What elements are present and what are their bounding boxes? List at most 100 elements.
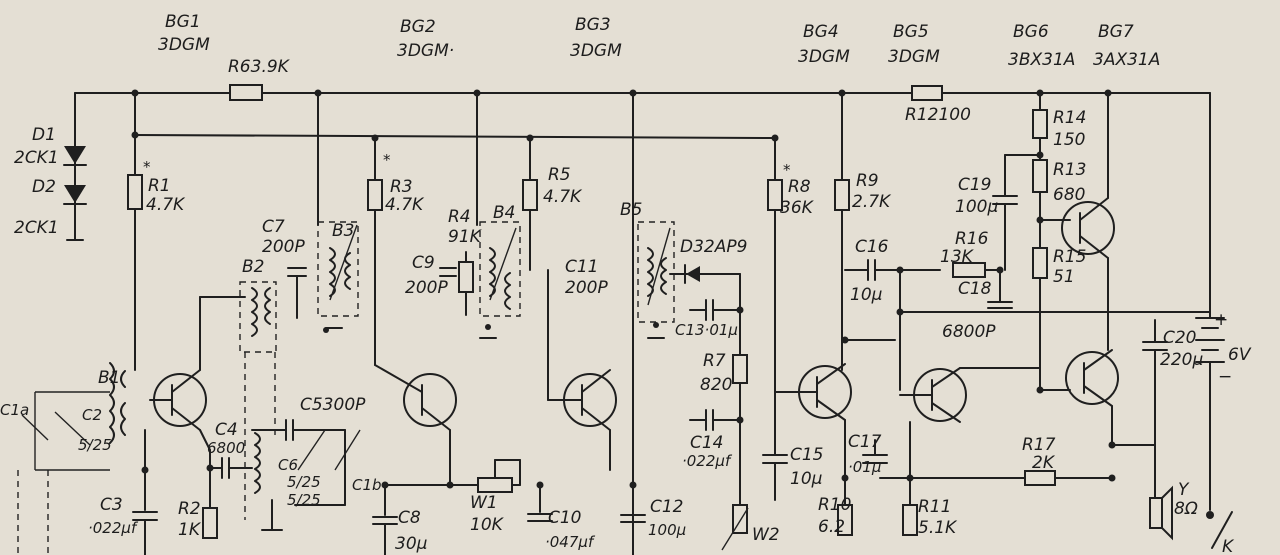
c2-label: C2	[82, 406, 102, 424]
r14-label: R14	[1053, 108, 1086, 128]
bg7-transistor	[1065, 351, 1119, 405]
r17-value: 2K	[1032, 453, 1056, 473]
c18-value: 6800P	[942, 322, 996, 342]
c7-value: 200P	[262, 237, 305, 257]
r11-value: 5.1K	[918, 518, 958, 538]
r7-value: 820	[700, 375, 732, 395]
d1-diode	[64, 146, 86, 164]
bg2-ref: BG2	[400, 17, 436, 37]
r15-value: 51	[1053, 267, 1075, 287]
stage-bg4: * R8 36K C15 10μ R9 2.7K R10 6.2 C16 10μ…	[762, 92, 901, 537]
input-tank: B1 C1a C2 5/25	[0, 362, 126, 555]
battery-plus: +	[1214, 310, 1228, 330]
c6-value: 5/25	[287, 473, 321, 491]
c20-value: 220μ	[1160, 350, 1203, 370]
c17-label: C17	[848, 432, 882, 452]
c14-label: C14	[690, 433, 724, 453]
r16-label: R16	[955, 229, 989, 249]
c19-label: C19	[958, 175, 992, 195]
r10-value: 6.2	[818, 517, 845, 537]
bg1-part: 3DGM	[158, 35, 210, 55]
r1-star: *	[143, 158, 151, 176]
r9-label: R9	[856, 171, 879, 191]
bg5-ref: BG5	[893, 22, 929, 42]
bg3-part: 3DGM	[570, 41, 622, 61]
c16-label: C16	[855, 237, 889, 257]
stage-bg2: * R3 4.7K C7 200P B3 C8 30μ	[262, 92, 457, 555]
c6-value2: 5/25	[287, 491, 321, 509]
c4-value: 6800	[207, 439, 245, 457]
b2-label: B2	[242, 257, 264, 277]
stage-bg1: * R1 4.7K R2 1K C3 ·022μf C4 6800	[88, 92, 253, 555]
c8-label: C8	[398, 508, 421, 528]
c13-label: C13·01μ	[675, 321, 738, 339]
r17-label: R17	[1022, 435, 1056, 455]
r12-label: R12100	[905, 105, 971, 125]
bg4-part: 3DGM	[798, 47, 850, 67]
bg5-part: 3DGM	[888, 47, 940, 67]
r5-value: 4.7K	[543, 187, 583, 207]
c11-label: C11	[565, 257, 599, 277]
w1-label: W1	[470, 493, 498, 513]
battery-label: 6V	[1228, 345, 1252, 365]
bg2-transistor	[403, 373, 457, 427]
b1-label: B1	[98, 368, 120, 388]
r3-value: 4.7K	[385, 195, 425, 215]
c9-label: C9	[412, 253, 435, 273]
junction-dots	[131, 89, 1116, 489]
bg4-ref: BG4	[803, 22, 839, 42]
r13-label: R13	[1053, 160, 1086, 180]
c14-value: ·022μf	[682, 452, 733, 470]
r11-label: R11	[918, 497, 951, 517]
d2-diode	[64, 185, 86, 203]
c12-value: 100μ	[648, 521, 686, 539]
c2-value: 5/25	[78, 436, 112, 454]
osc-tank: B2 C5300P C6 5/25 5/25 C1b	[239, 257, 521, 531]
w1-pot: W1 10K	[470, 459, 521, 535]
c20-label: C20	[1163, 328, 1197, 348]
r3-label: R3	[390, 177, 413, 197]
c10-label: C10	[548, 508, 582, 528]
r5-label: R5	[548, 165, 571, 185]
c18-label: C18	[958, 279, 992, 299]
r14-value: 150	[1053, 130, 1085, 150]
bg1-ref: BG1	[165, 12, 201, 32]
c4-label: C4	[215, 420, 238, 440]
switch-label: K	[1222, 537, 1235, 555]
r15-label: R15	[1053, 247, 1086, 267]
c12-label: C12	[650, 497, 684, 517]
r6-resistor: R63.9K	[228, 57, 291, 101]
c17-value: ·01μ	[848, 458, 881, 476]
stage-bg5: R11 5.1K R16 13K C18 6800P	[899, 229, 1211, 538]
speaker: Y 8Ω	[1149, 480, 1198, 541]
bg7-part: 3AX31A	[1093, 50, 1160, 70]
r8-label: R8	[788, 177, 811, 197]
d1-part: 2CK1	[14, 148, 59, 168]
bg6-ref: BG6	[1013, 22, 1049, 42]
d2-part: 2CK1	[14, 218, 59, 238]
c3-value: ·022μf	[88, 519, 139, 537]
r13-value: 680	[1053, 185, 1085, 205]
battery: + − 6V	[1195, 310, 1252, 511]
b3-label: B3	[332, 221, 354, 241]
speaker-label: Y	[1178, 480, 1190, 500]
r4-label: R4	[448, 207, 471, 227]
c11-value: 200P	[565, 278, 608, 298]
power-rails	[74, 92, 1211, 319]
c10-value: ·047μf	[545, 533, 596, 551]
detector-label: D32AP9	[680, 237, 747, 257]
power-switch: K	[1206, 511, 1235, 555]
r10-label: R10	[818, 495, 851, 515]
r3-star: *	[383, 151, 391, 169]
r2-label: R2	[178, 499, 201, 519]
r4-value: 91K	[448, 227, 483, 247]
c9-value: 200P	[405, 278, 448, 298]
c3-label: C3	[100, 495, 123, 515]
c19-value: 100μ	[955, 197, 998, 217]
r9-value: 2.7K	[852, 192, 892, 212]
r8-value: 36K	[780, 198, 815, 218]
c6-label: C6	[278, 456, 298, 474]
r1-value: 4.7K	[146, 195, 186, 215]
bg3-ref: BG3	[575, 15, 611, 35]
r7-label: R7	[703, 351, 726, 371]
